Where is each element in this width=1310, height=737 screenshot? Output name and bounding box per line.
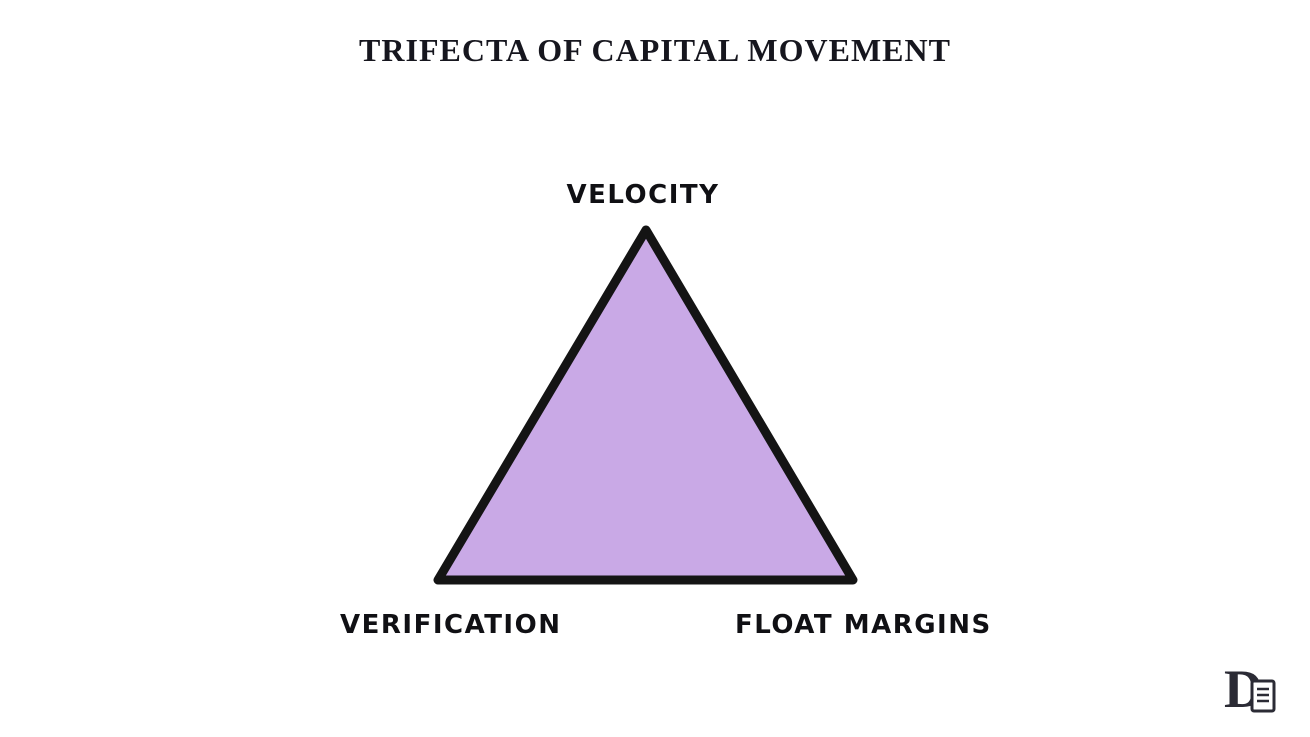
triangle-diagram [433, 225, 858, 585]
brand-logo-icon: D [1224, 659, 1276, 719]
label-float-margins: FLOAT MARGINS [735, 610, 992, 640]
label-verification: VERIFICATION [340, 610, 562, 640]
triangle-shape [433, 225, 858, 585]
brand-logo-scroll-icon [1250, 679, 1276, 713]
page-title: TRIFECTA OF CAPITAL MOVEMENT [359, 32, 951, 68]
label-velocity: VELOCITY [566, 180, 720, 210]
